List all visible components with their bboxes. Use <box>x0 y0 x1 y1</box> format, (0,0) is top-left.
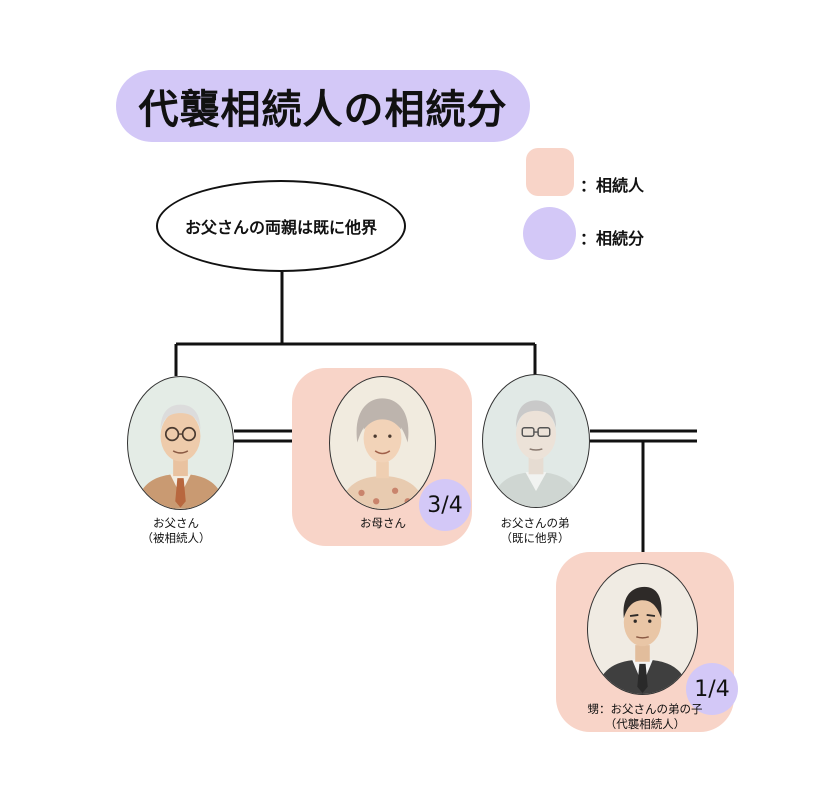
nephew-portrait <box>587 563 698 695</box>
father-label: お父さん （被相続人） <box>126 516 226 546</box>
mother-name: お母さん <box>360 516 406 530</box>
legend-share-swatch <box>523 207 576 260</box>
mother-portrait <box>329 376 436 510</box>
share-badge-mother: 3/4 <box>419 479 471 531</box>
legend-heir-swatch <box>526 148 574 196</box>
legend-heir-label: ：相続人 <box>580 176 645 195</box>
businessman-illustration <box>596 586 689 694</box>
uncle-portrait <box>482 374 590 508</box>
grandparents-node: お父さんの両親は既に他界 <box>156 180 406 272</box>
uncle-label: お父さんの弟 （既に他界） <box>485 516 585 546</box>
father-portrait <box>127 376 234 510</box>
mother-label: お母さん <box>333 516 433 531</box>
uncle-name: お父さんの弟 <box>500 516 570 530</box>
nephew-label: 甥：お父さんの弟の子 （代襲相続人） <box>575 702 715 732</box>
title-pill: 代襲相続人の相続分 <box>116 70 530 142</box>
father-name: お父さん <box>153 516 199 530</box>
elderly-man-illustration <box>136 404 225 509</box>
middle-aged-man-illustration <box>491 400 581 507</box>
elderly-woman-illustration <box>340 398 425 509</box>
share-badge-nephew: 1/4 <box>686 663 738 715</box>
father-role: （被相続人） <box>141 531 211 545</box>
legend-share-label: ：相続分 <box>580 229 645 248</box>
grandparents-text: お父さんの両親は既に他界 <box>184 218 377 237</box>
uncle-status: （既に他界） <box>500 531 570 545</box>
nephew-role: （代襲相続人） <box>604 717 686 731</box>
diagram-title: 代襲相続人の相続分 <box>138 87 508 133</box>
nephew-name: 甥：お父さんの弟の子 <box>587 702 703 716</box>
